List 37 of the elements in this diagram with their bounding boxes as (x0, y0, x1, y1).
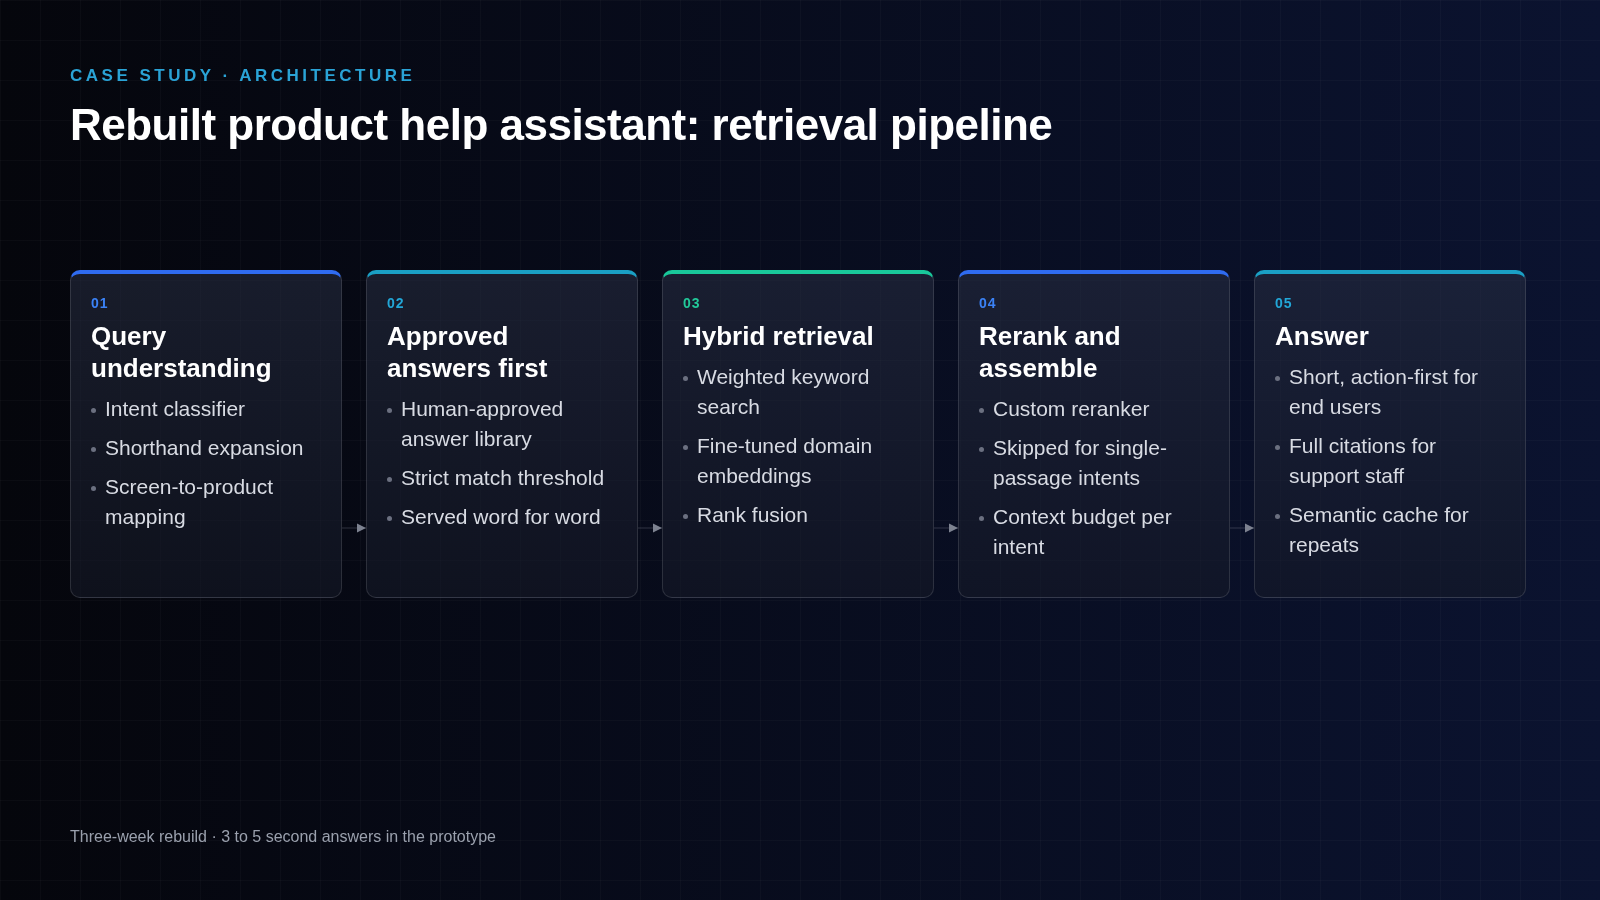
bullet-item: Custom reranker (979, 394, 1209, 424)
bullet-item: Weighted keyword search (683, 362, 913, 422)
step-heading: Hybrid retrieval (683, 320, 875, 352)
bullet-item: Human-approved answer library (387, 394, 617, 454)
bullet-item: Screen-to-product mapping (91, 472, 321, 532)
step-number: 05 (1275, 295, 1293, 311)
step-card (1254, 270, 1526, 598)
bullet-item: Intent classifier (91, 394, 321, 424)
step-heading: Query understanding (91, 320, 273, 384)
arrow (341, 523, 367, 533)
bullet-item: Fine-tuned domain embeddings (683, 431, 913, 491)
step-number: 02 (387, 295, 405, 311)
step-number: 03 (683, 295, 701, 311)
slide-title: Rebuilt product help assistant: retrieval pipeline (70, 100, 1053, 150)
footer-note: Three-week rebuild · 3 to 5 second answers in the prototype (70, 828, 496, 846)
step-card (366, 270, 638, 598)
step-heading: Rerank and assemble (979, 320, 1122, 384)
step-card (70, 270, 342, 598)
arrow (637, 523, 663, 533)
bullet-item: Full citations for support staff (1275, 431, 1505, 491)
bullet-item: Rank fusion (683, 500, 913, 530)
arrow (933, 523, 959, 533)
step-card (958, 270, 1230, 598)
step-heading: Approved answers first (387, 320, 549, 384)
bullet-item: Skipped for single-passage intents (979, 433, 1209, 493)
bullet-item: Shorthand expansion (91, 433, 321, 463)
bullet-item: Served word for word (387, 502, 617, 532)
bullet-item: Context budget per intent (979, 502, 1209, 562)
bullet-item: Short, action-first for end users (1275, 362, 1505, 422)
bullet-item: Strict match threshold (387, 463, 617, 493)
step-number: 04 (979, 295, 997, 311)
step-card (662, 270, 934, 598)
step-number: 01 (91, 295, 109, 311)
arrow (1229, 523, 1255, 533)
kicker-text: CASE STUDY · ARCHITECTURE (70, 66, 416, 86)
bullet-item: Semantic cache for repeats (1275, 500, 1505, 560)
step-heading: Answer (1275, 320, 1370, 352)
